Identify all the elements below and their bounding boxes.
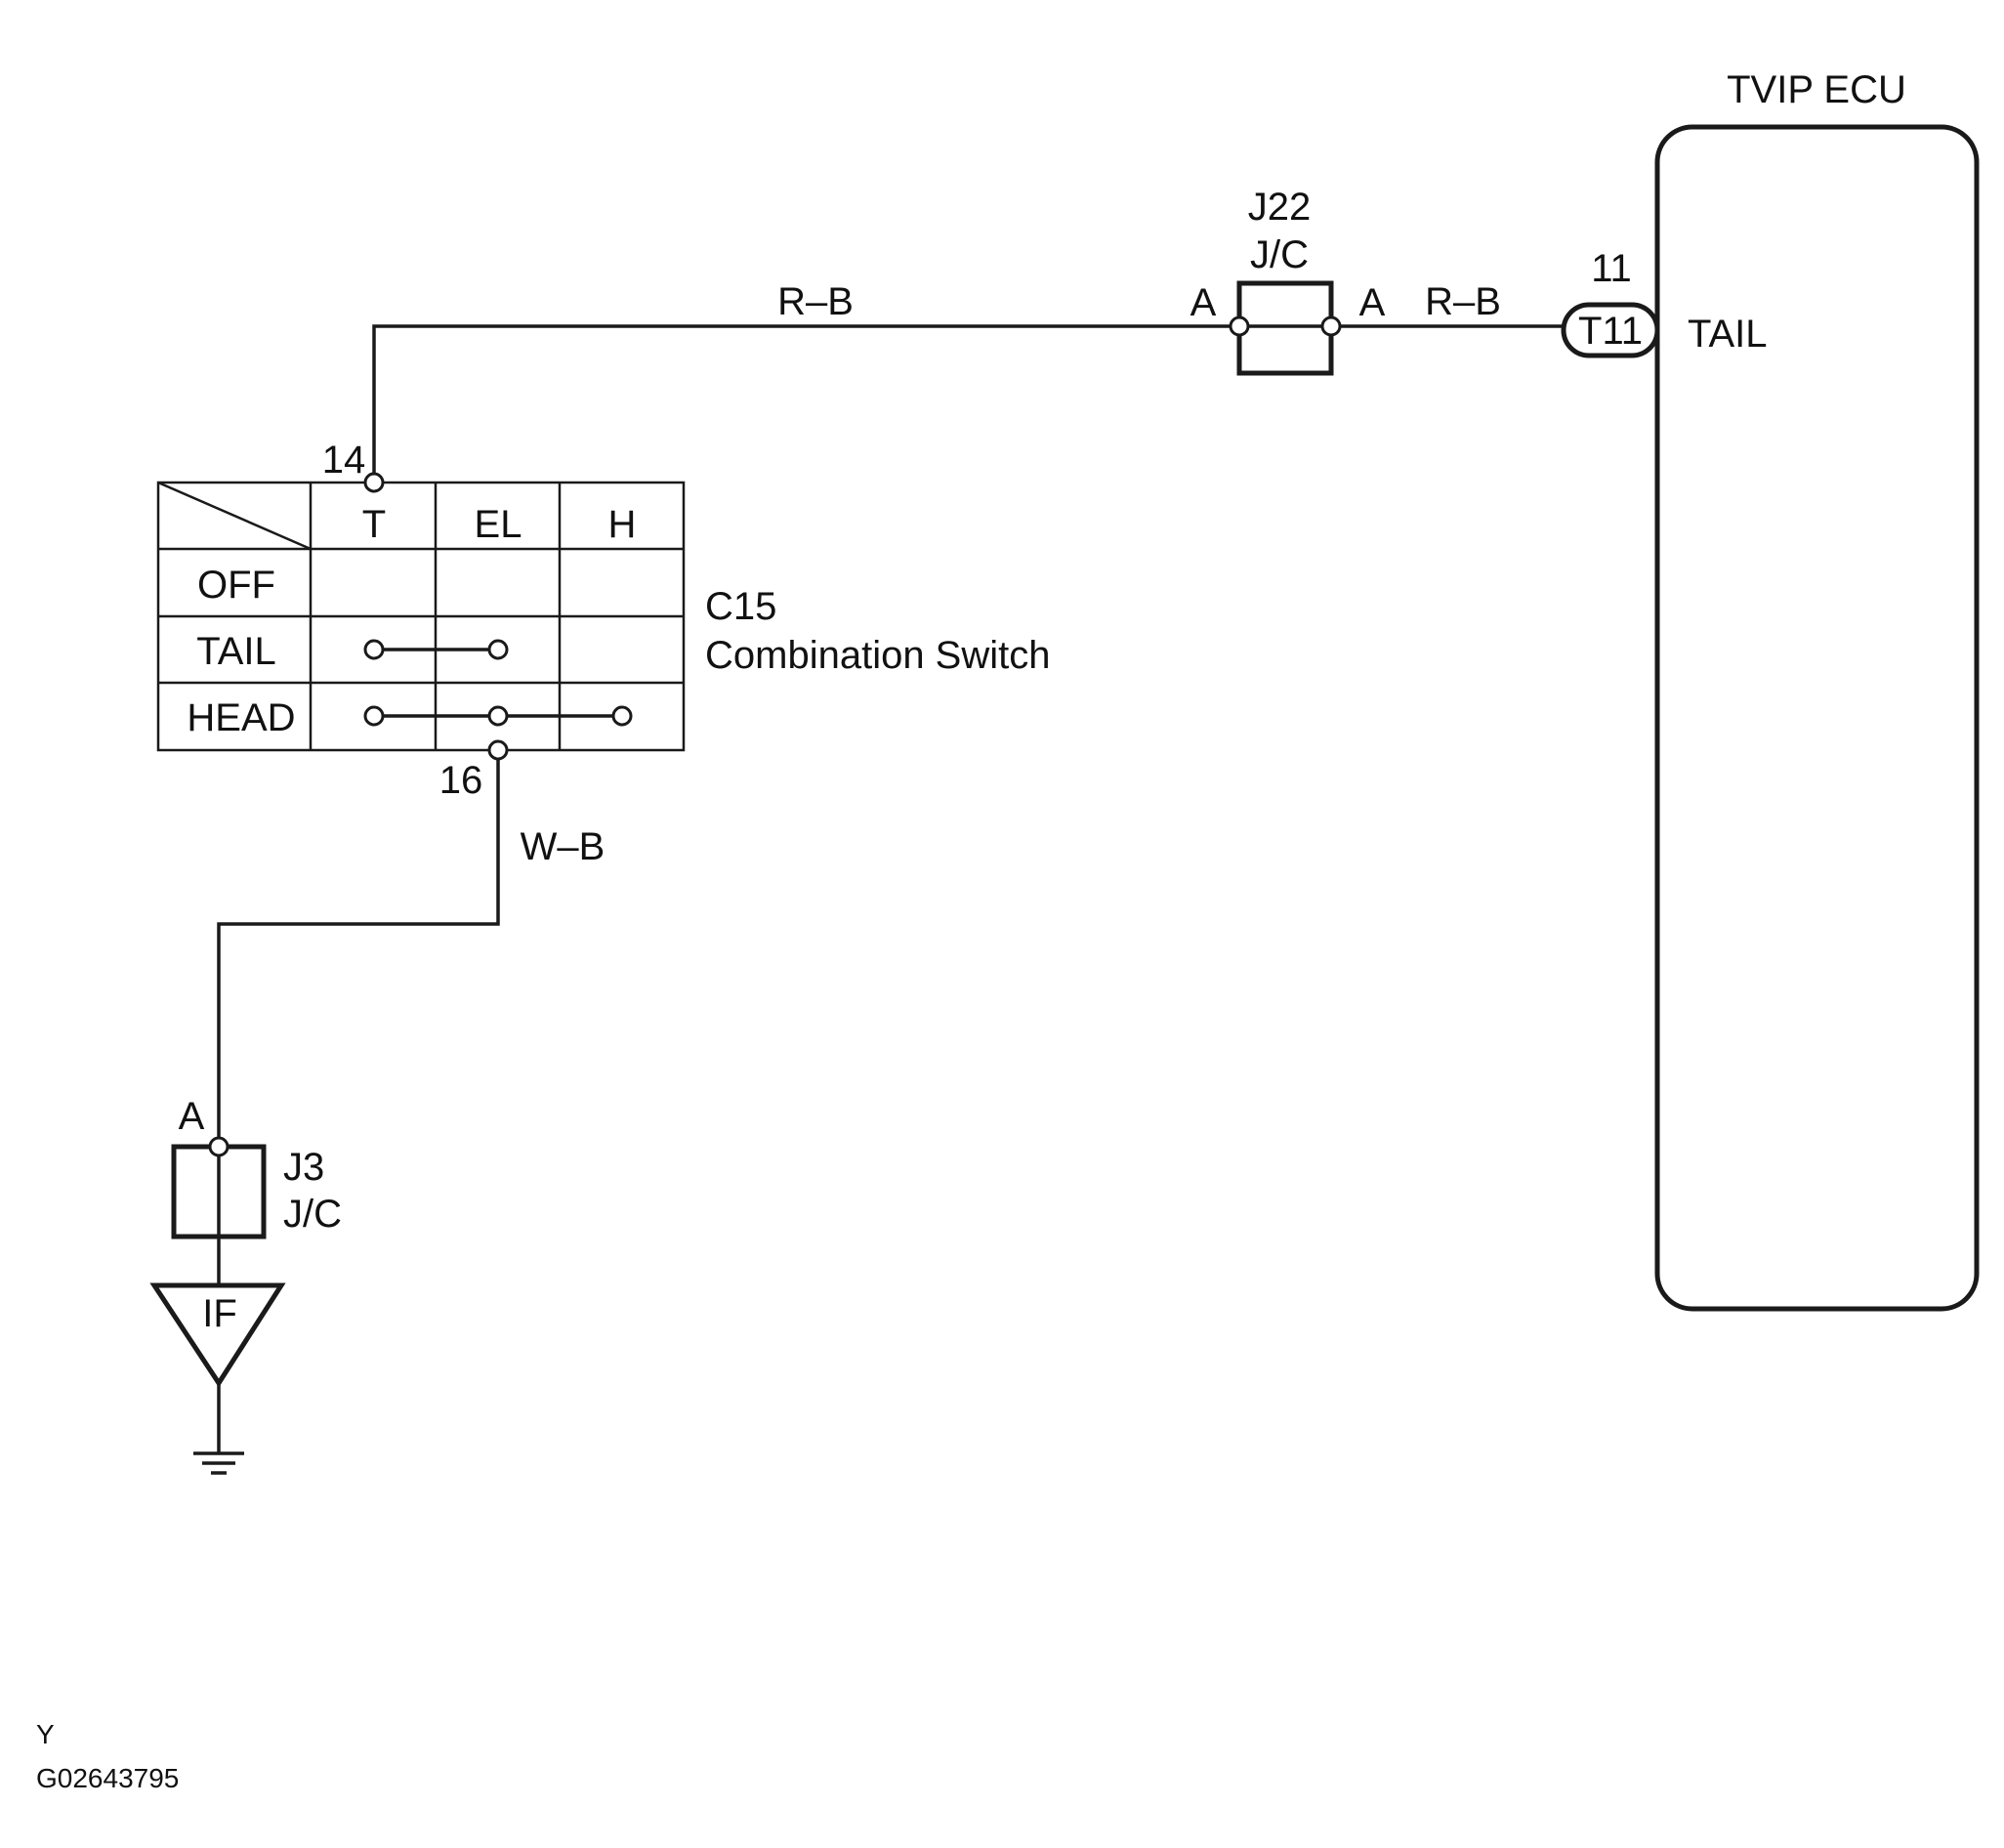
footer-code: G02643795 — [36, 1763, 179, 1793]
tail-contact-el — [487, 639, 509, 660]
switch-row-head: HEAD — [187, 696, 295, 739]
j3-id: J3 — [283, 1146, 324, 1189]
ecu-connector — [1561, 302, 1660, 358]
tvip-ecu-box — [1654, 124, 1980, 1312]
switch-id: C15 — [705, 585, 776, 628]
j22-type: J/C — [1250, 233, 1309, 276]
switch-col-h: H — [608, 503, 637, 546]
head-contact-h — [611, 705, 633, 727]
j22-id: J22 — [1248, 186, 1312, 229]
j22-left-pin: A — [1190, 281, 1217, 324]
j22-left-terminal — [1229, 315, 1250, 337]
wire-w-b — [217, 759, 500, 1147]
wire-label-r-b-right: R–B — [1425, 280, 1501, 323]
wire-label-w-b: W–B — [521, 825, 605, 868]
footer-letter: Y — [36, 1719, 55, 1749]
ecu-pin-number: 11 — [1591, 247, 1632, 290]
ecu-connector-label: T11 — [1578, 310, 1643, 353]
j22-right-terminal — [1320, 315, 1342, 337]
switch-name: Combination Switch — [705, 634, 1051, 677]
switch-row-tail: TAIL — [196, 630, 276, 673]
switch-pin-16: 16 — [439, 759, 483, 802]
head-contact-el — [487, 705, 509, 727]
switch-col-el: EL — [475, 503, 522, 546]
j22-right-pin: A — [1359, 281, 1386, 324]
ground-point-triangle — [149, 1282, 286, 1388]
combination-switch-table — [156, 481, 686, 752]
switch-pin-14: 14 — [322, 439, 366, 482]
ground-label: IF — [202, 1292, 237, 1335]
j3-pin: A — [179, 1095, 205, 1138]
wire-label-r-b-left: R–B — [777, 280, 854, 323]
ground-symbol-icon — [193, 1451, 244, 1475]
switch-pin-16-terminal — [487, 739, 509, 761]
j22-junction-box — [1236, 280, 1334, 376]
wire-r-b-left — [372, 324, 1239, 483]
tail-contact-t — [363, 639, 385, 660]
switch-pin-14-terminal — [363, 472, 385, 493]
j3-type: J/C — [283, 1193, 342, 1236]
j3-terminal — [208, 1136, 230, 1157]
ecu-pin-label: TAIL — [1688, 313, 1768, 356]
ecu-title: TVIP ECU — [1727, 68, 1906, 111]
switch-col-t: T — [362, 503, 386, 546]
head-contact-t — [363, 705, 385, 727]
switch-row-off: OFF — [197, 564, 275, 607]
